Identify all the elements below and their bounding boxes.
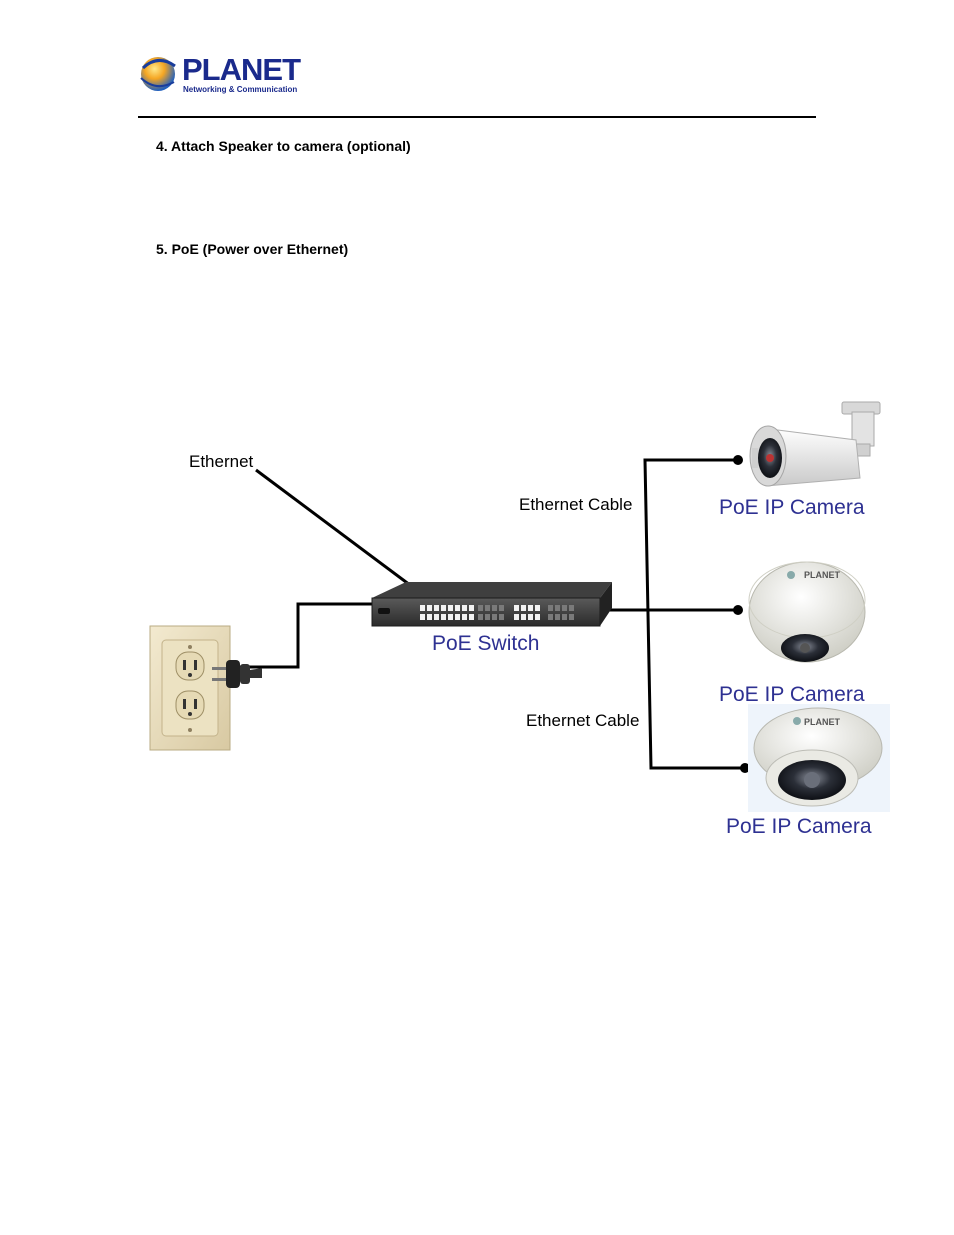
switch-port <box>427 605 432 611</box>
connector-dot <box>740 763 750 773</box>
switch-port <box>514 614 519 620</box>
switch-port <box>455 614 460 620</box>
ethernet-cable-label-top: Ethernet Cable <box>519 495 632 514</box>
camera-label-1: PoE IP Camera <box>719 496 865 519</box>
header-divider <box>138 116 816 118</box>
switch-port <box>485 614 490 620</box>
switch-port <box>427 614 432 620</box>
camera-label-3: PoE IP Camera <box>726 815 872 838</box>
switch-port <box>521 614 526 620</box>
switch-port <box>434 614 439 620</box>
switch-port <box>555 605 560 611</box>
switch-port <box>569 605 574 611</box>
camera-brand-label: PLANET <box>804 717 841 727</box>
ethernet-cable-label-bottom: Ethernet Cable <box>526 711 639 730</box>
connector-dot <box>733 455 743 465</box>
switch-port <box>569 614 574 620</box>
section-heading-speaker: 4. Attach Speaker to camera (optional) <box>156 138 411 154</box>
poe-switch-label: PoE Switch <box>432 632 539 655</box>
ethernet-uplink-cable <box>255 468 415 590</box>
power-cable <box>236 602 374 669</box>
switch-port <box>548 605 553 611</box>
switch-port <box>514 605 519 611</box>
poe-switch <box>371 582 612 627</box>
power-plug <box>212 660 262 688</box>
switch-port <box>535 614 540 620</box>
dome-camera: PLANET <box>748 561 866 663</box>
switch-port <box>485 605 490 611</box>
switch-port <box>492 605 497 611</box>
switch-port <box>499 614 504 620</box>
switch-port <box>455 605 460 611</box>
globe-icon <box>140 57 176 91</box>
switch-port <box>441 605 446 611</box>
switch-port <box>441 614 446 620</box>
section-heading-poe: 5. PoE (Power over Ethernet) <box>156 241 349 257</box>
bullet-camera <box>749 401 881 487</box>
switch-port <box>434 605 439 611</box>
switch-port <box>469 605 474 611</box>
switch-port <box>528 605 533 611</box>
logo-wordmark: PLANET <box>182 52 301 87</box>
wall-outlet <box>149 625 231 751</box>
switch-port <box>562 605 567 611</box>
switch-port <box>469 614 474 620</box>
camera-brand-label: PLANET <box>804 570 841 580</box>
switch-port <box>448 605 453 611</box>
ethernet-label: Ethernet <box>189 452 254 471</box>
switch-port <box>521 605 526 611</box>
switch-port <box>478 605 483 611</box>
cables <box>236 455 750 773</box>
switch-port <box>420 605 425 611</box>
switch-port <box>420 614 425 620</box>
switch-port <box>478 614 483 620</box>
switch-port <box>462 605 467 611</box>
cable-trunk <box>643 458 745 770</box>
switch-port <box>555 614 560 620</box>
switch-port <box>492 614 497 620</box>
planet-logo: PLANET Networking & Communication <box>138 52 301 98</box>
switch-port <box>535 605 540 611</box>
switch-port <box>499 605 504 611</box>
logo-tagline: Networking & Communication <box>183 85 298 94</box>
switch-port <box>448 614 453 620</box>
switch-port <box>528 614 533 620</box>
switch-port <box>462 614 467 620</box>
camera-label-2: PoE IP Camera <box>719 683 865 706</box>
ir-dome-camera: PLANET <box>748 704 890 812</box>
switch-port-group <box>420 605 574 620</box>
connector-dot <box>733 605 743 615</box>
switch-port <box>548 614 553 620</box>
switch-port <box>562 614 567 620</box>
